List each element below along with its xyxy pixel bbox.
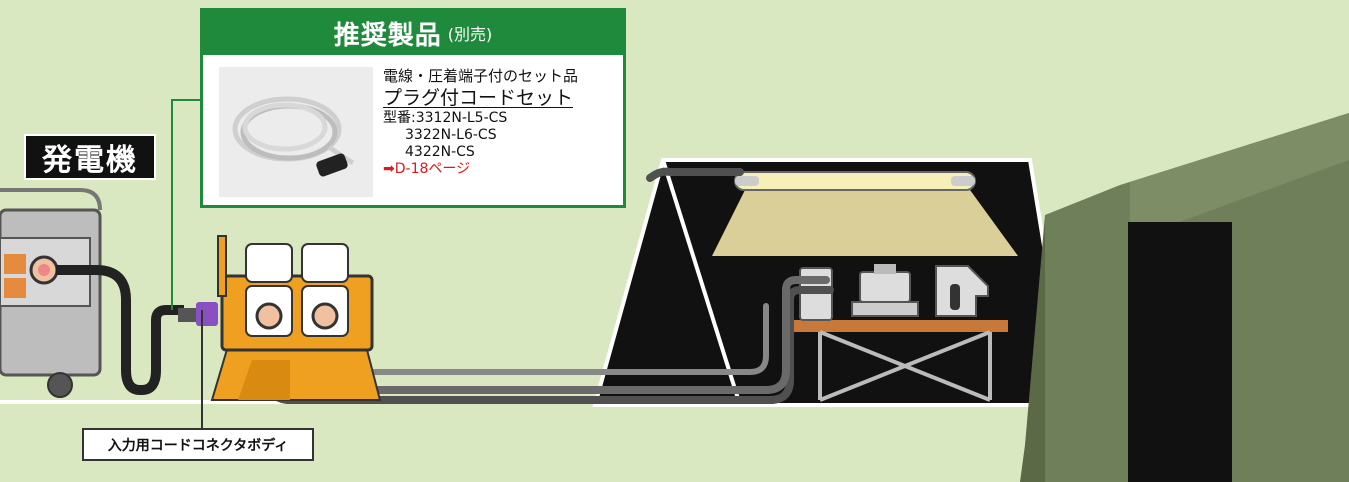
product-description: 電線・圧着端子付のセット品 (383, 67, 579, 85)
model-number: 3322N-L6-CS (405, 127, 497, 143)
product-title: 推奨製品 (333, 20, 442, 51)
product-details: 電線・圧着端子付のセット品 プラグ付コードセット 型番:3312N-L5-CS … (383, 67, 578, 178)
input-connector-label: 入力用コードコネクタボディ (82, 428, 314, 461)
socket-box (210, 235, 382, 401)
product-subtitle: (別売) (447, 25, 493, 44)
tent (1020, 113, 1349, 482)
model-number: 4322N-CS (405, 144, 475, 160)
model-list: 型番:3312N-L5-CS (383, 110, 578, 127)
cord-set-photo (219, 67, 373, 197)
generator-label: 発電機 (24, 134, 156, 180)
table (790, 320, 1008, 402)
ceiling-light (712, 171, 1018, 256)
page-reference-link[interactable]: ➡D-18ページ (383, 161, 471, 177)
connector-plug (178, 302, 218, 326)
printer-icon (851, 264, 919, 317)
generator (0, 188, 102, 398)
product-header: 推奨製品 (別売) (203, 11, 623, 55)
model-label: 型番: (383, 110, 416, 126)
generator-cable (56, 265, 184, 395)
model-number: 3312N-L5-CS (415, 110, 508, 126)
callout-lines (171, 99, 203, 428)
kettle-icon (935, 265, 989, 317)
recommended-product-panel: 推奨製品 (別売) 電線・圧着端子付のセット品 プラグ付コードセット 型番:33… (200, 8, 626, 208)
coiled-cord-icon (232, 96, 355, 177)
product-name: プラグ付コードセット (383, 87, 574, 109)
